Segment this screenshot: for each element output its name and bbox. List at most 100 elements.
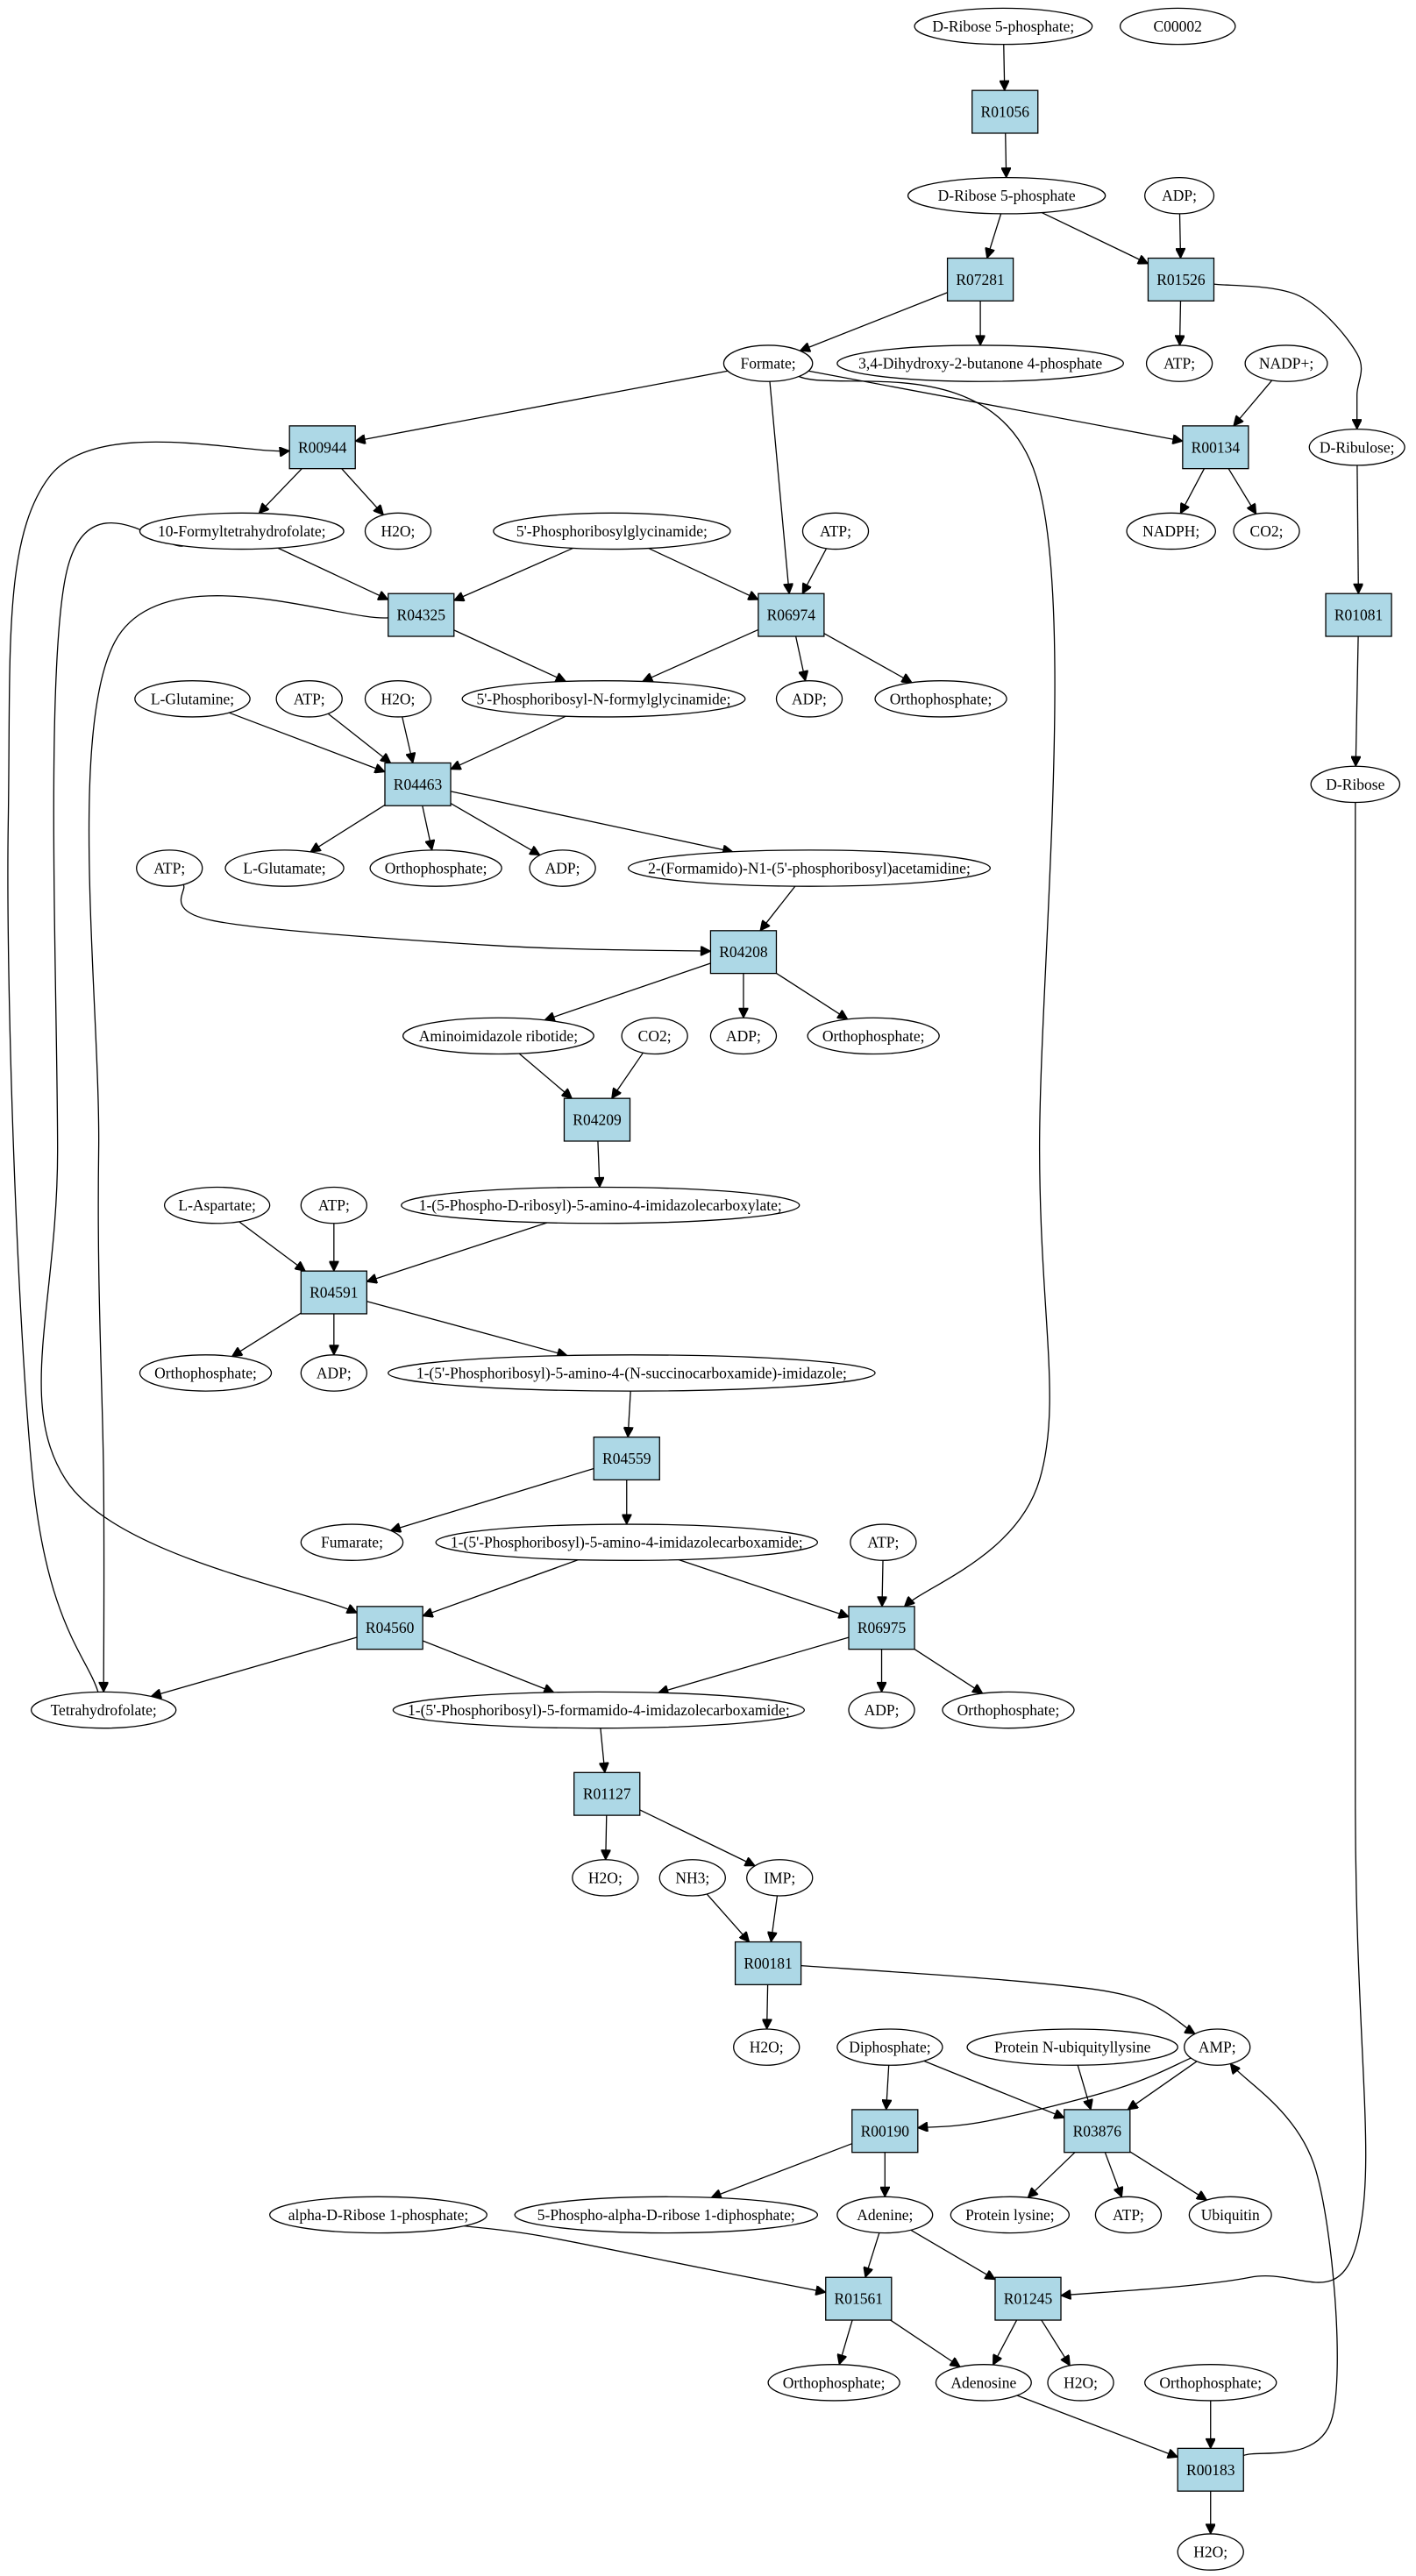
reaction-node-r04591: R04591 <box>300 1270 367 1315</box>
node-label: ATP; <box>820 522 851 540</box>
edge-aicar-to-r04560 <box>423 1559 579 1616</box>
edge-diphos-to-r03876 <box>923 2060 1064 2118</box>
edge-asp-to-r04591 <box>238 1221 305 1271</box>
node-label: Orthophosphate; <box>890 690 993 707</box>
node-label: R04560 <box>366 1619 415 1636</box>
compound-node-adenosine: Adenosine <box>935 2364 1032 2402</box>
edge-start-to-r01056 <box>1004 44 1005 91</box>
node-shape <box>1310 765 1401 804</box>
node-shape <box>935 2364 1032 2402</box>
compound-node-ortho-5: Orthophosphate; <box>942 1691 1075 1729</box>
node-shape <box>1064 2109 1131 2154</box>
compound-node-prg: 5'-Phosphoribosylglycinamide; <box>493 512 731 550</box>
edge-r07281-to-formate <box>800 292 948 351</box>
compound-node-ortho-6: Orthophosphate; <box>767 2364 900 2402</box>
node-label: Diphosphate; <box>849 2039 930 2056</box>
edge-cair-to-r04591 <box>366 1222 548 1281</box>
compound-node-air: Aminoimidazole ribotide; <box>402 1017 594 1055</box>
edge-imp-to-r00181 <box>771 1895 779 1942</box>
compound-node-glu: L-Glutamate; <box>224 849 345 887</box>
compound-node-fgam: 2-(Formamido)-N1-(5'-phosphoribosyl)acet… <box>627 849 992 887</box>
edge-aicar-to-r06975 <box>678 1558 849 1617</box>
node-shape <box>966 2028 1178 2066</box>
node-shape <box>801 512 870 550</box>
node-shape <box>1144 2364 1277 2402</box>
edge-r06975-to-faicar <box>658 1636 850 1692</box>
reaction-node-r01081: R01081 <box>1325 593 1392 637</box>
node-label: 1-(5'-Phosphoribosyl)-5-amino-4-imidazol… <box>451 1534 803 1551</box>
node-label: ADP; <box>317 1364 352 1381</box>
edge-adenine-to-r01561 <box>865 2232 880 2277</box>
compound-node-atp-3: ATP; <box>275 680 343 718</box>
node-shape <box>1177 2447 1244 2492</box>
node-label: Protein lysine; <box>965 2206 1055 2224</box>
node-shape <box>1308 428 1405 466</box>
node-shape <box>850 1523 917 1561</box>
compound-node-aicar: 1-(5'-Phosphoribosyl)-5-amino-4-imidazol… <box>435 1523 819 1561</box>
reaction-node-r01526: R01526 <box>1147 257 1215 302</box>
node-shape <box>733 2028 801 2066</box>
reaction-node-r01245: R01245 <box>994 2276 1062 2321</box>
node-shape <box>1047 2364 1114 2402</box>
edge-r04208-to-air <box>544 962 711 1020</box>
compound-node-nadph: NADPH; <box>1126 512 1217 550</box>
node-label: R01081 <box>1334 607 1383 624</box>
node-label: R01561 <box>835 2290 883 2308</box>
compound-node-dhb4p: 3,4-Dihydroxy-2-butanone 4-phosphate <box>836 344 1124 382</box>
compound-node-adp-2: ADP; <box>775 680 843 718</box>
node-label: R00183 <box>1186 2461 1235 2479</box>
edge-rib5p-to-r07281 <box>987 213 1002 259</box>
reaction-node-r00134: R00134 <box>1182 425 1249 470</box>
edge-formate-to-r06974 <box>769 381 789 593</box>
node-label: 1-(5'-Phosphoribosyl)-5-amino-4-(N-succi… <box>416 1364 847 1381</box>
node-label: ATP; <box>318 1196 350 1214</box>
node-label: IMP; <box>764 1869 795 1886</box>
edge-r04463-to-adp_3 <box>450 803 540 855</box>
node-label: 2-(Formamido)-N1-(5'-phosphoribosyl)acet… <box>648 860 971 877</box>
node-label: R04463 <box>394 776 443 793</box>
node-shape <box>950 2196 1071 2234</box>
node-shape <box>364 680 432 718</box>
compound-node-rib5p: D-Ribose 5-phosphate <box>907 176 1106 215</box>
reaction-node-r00190: R00190 <box>851 2109 919 2154</box>
node-shape <box>994 2276 1062 2321</box>
node-shape <box>658 1859 726 1897</box>
node-shape <box>139 512 345 550</box>
node-label: L-Glutamine; <box>151 690 234 707</box>
compound-node-adp-5: ADP; <box>300 1354 367 1392</box>
node-shape <box>851 2109 919 2154</box>
edge-formate-to-r00134 <box>808 370 1183 441</box>
node-layer: D-Ribose 5-phosphate;C00002R01056D-Ribos… <box>30 7 1405 2571</box>
compound-node-ortho-3: Orthophosphate; <box>807 1017 940 1055</box>
edge-r00134-to-co2_1 <box>1227 468 1256 514</box>
node-label: H2O; <box>1193 2544 1227 2561</box>
node-label: R03876 <box>1073 2122 1122 2140</box>
edge-gln-to-r04463 <box>229 712 385 771</box>
node-shape <box>364 512 432 550</box>
edge-r01081-to-ribose <box>1356 635 1358 766</box>
reaction-node-r04560: R04560 <box>356 1606 423 1650</box>
compound-node-atp-6: ATP; <box>850 1523 917 1561</box>
reaction-node-r04209: R04209 <box>563 1097 631 1142</box>
compound-node-ortho-1: Orthophosphate; <box>874 680 1007 718</box>
edge-prg-to-r06974 <box>648 547 758 600</box>
edge-r01526-to-atp_1 <box>1179 301 1180 345</box>
node-shape <box>1147 257 1215 302</box>
compound-node-gln: L-Glutamine; <box>134 680 251 718</box>
node-shape <box>734 1941 802 1985</box>
compound-node-protnub: Protein N-ubiquityllysine <box>966 2028 1178 2066</box>
edge-thf-to-r00944 <box>7 441 289 1692</box>
node-label: 5'-Phosphoribosyl-N-formylglycinamide; <box>477 690 731 707</box>
node-label: Orthophosphate; <box>385 860 487 877</box>
edge-r01526-to-ribulose <box>1213 283 1361 429</box>
edge-fthf-to-r04560 <box>40 522 357 1613</box>
node-label: Adenosine <box>950 2374 1016 2391</box>
node-label: R04325 <box>397 607 446 624</box>
node-shape <box>356 1606 423 1650</box>
node-shape <box>269 2196 487 2234</box>
compound-node-protlys: Protein lysine; <box>950 2196 1071 2234</box>
node-shape <box>1188 2196 1272 2234</box>
node-shape <box>1145 344 1213 382</box>
node-shape <box>300 1523 404 1561</box>
node-shape <box>746 1859 814 1897</box>
